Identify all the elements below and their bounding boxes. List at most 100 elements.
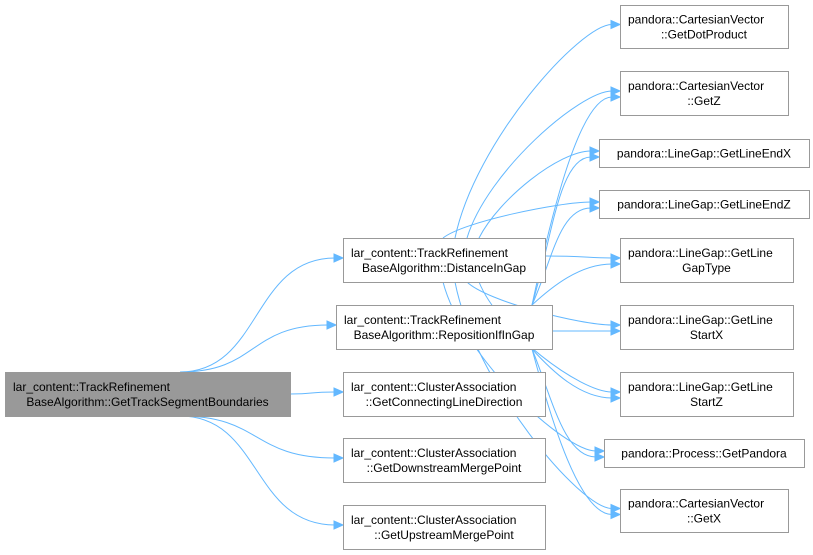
node-label-line: pandora::Process::GetPandora — [621, 447, 787, 461]
edge-root-to-downstream — [179, 415, 345, 463]
node-label-line: pandora::LineGap::GetLineEndZ — [617, 198, 790, 212]
node-getz[interactable]: pandora::CartesianVector::GetZ — [620, 71, 789, 116]
edge-line — [478, 281, 613, 393]
node-label-line: pandora::LineGap::GetLineEndX — [617, 147, 791, 161]
node-root[interactable]: lar_content::TrackRefinementBaseAlgorith… — [5, 372, 291, 417]
edge-line — [179, 415, 336, 526]
edge-reposition-to-startx — [552, 326, 622, 336]
node-label-line: pandora::CartesianVector — [628, 79, 764, 93]
node-label-line: ::GetDownstreamMergePoint — [367, 461, 522, 475]
node-box — [620, 238, 794, 283]
node-label-line: BaseAlgorithm::RepositionIfInGap — [354, 328, 535, 342]
node-box — [620, 71, 789, 116]
node-label-line: BaseAlgorithm::GetTrackSegmentBoundaries — [26, 395, 268, 409]
node-box — [343, 438, 546, 483]
node-box — [5, 372, 291, 417]
node-label-line: ::GetX — [687, 512, 721, 526]
edge-line — [478, 150, 592, 239]
node-label-line: lar_content::TrackRefinement — [13, 380, 171, 394]
edge-distance-to-endx — [478, 146, 601, 239]
edge-line — [442, 201, 592, 239]
node-box — [343, 505, 546, 550]
arrowhead-icon — [610, 387, 622, 397]
node-pandora[interactable]: pandora::Process::GetPandora — [604, 439, 805, 468]
arrowhead-icon — [589, 146, 601, 156]
node-label-line: GapType — [682, 261, 731, 275]
node-label-line: pandora::CartesianVector — [628, 497, 764, 511]
edge-root-to-distance — [179, 253, 345, 373]
edge-distance-to-dot — [454, 19, 622, 239]
node-layer: lar_content::TrackRefinementBaseAlgorith… — [5, 5, 810, 550]
edge-line — [179, 324, 329, 373]
node-connecting[interactable]: lar_content::ClusterAssociation::GetConn… — [343, 372, 546, 417]
arrowhead-icon — [333, 387, 345, 397]
node-box — [343, 372, 546, 417]
edge-root-to-connecting — [289, 387, 345, 397]
node-label-line: lar_content::TrackRefinement — [351, 246, 509, 260]
edge-line — [179, 257, 336, 373]
node-label-line: lar_content::ClusterAssociation — [351, 380, 516, 394]
node-endz[interactable]: pandora::LineGap::GetLineEndZ — [599, 190, 810, 219]
node-downstream[interactable]: lar_content::ClusterAssociation::GetDown… — [343, 438, 546, 483]
arrowhead-icon — [610, 509, 622, 520]
node-label-line: pandora::CartesianVector — [628, 13, 764, 27]
node-box — [620, 372, 794, 417]
node-label-line: ::GetDotProduct — [661, 28, 748, 42]
edge-line — [531, 348, 613, 399]
node-label-line: BaseAlgorithm::DistanceInGap — [362, 261, 526, 275]
node-label-line: StartZ — [690, 395, 723, 409]
edge-line — [531, 263, 613, 306]
edge-reposition-to-pandora — [531, 348, 606, 462]
arrowhead-icon — [326, 320, 338, 330]
edge-reposition-to-startz — [531, 348, 622, 403]
arrowhead-icon — [589, 203, 601, 213]
edge-line — [531, 348, 597, 458]
node-reposition[interactable]: lar_content::TrackRefinementBaseAlgorith… — [336, 305, 553, 350]
node-label-line: ::GetConnectingLineDirection — [366, 395, 523, 409]
arrowhead-icon — [610, 86, 622, 96]
node-label-line: pandora::LineGap::GetLine — [628, 246, 773, 260]
arrowhead-icon — [610, 320, 622, 330]
node-box — [620, 489, 789, 533]
node-box — [599, 139, 810, 168]
arrowhead-icon — [589, 197, 601, 207]
arrowhead-icon — [610, 259, 622, 269]
node-box — [336, 305, 553, 350]
node-label-line: lar_content::TrackRefinement — [344, 313, 502, 327]
node-dot[interactable]: pandora::CartesianVector::GetDotProduct — [620, 5, 789, 49]
edge-line — [289, 391, 336, 395]
arrowhead-icon — [589, 152, 601, 162]
edge-root-to-upstream — [179, 415, 345, 530]
edge-line — [531, 207, 592, 306]
edge-root-to-reposition — [179, 320, 338, 373]
node-box — [343, 238, 546, 283]
arrowhead-icon — [610, 503, 622, 514]
node-upstream[interactable]: lar_content::ClusterAssociation::GetUpst… — [343, 505, 546, 550]
node-endx[interactable]: pandora::LineGap::GetLineEndX — [599, 139, 810, 168]
arrowhead-icon — [610, 92, 622, 102]
node-box — [599, 190, 810, 219]
edge-reposition-to-gaptype — [531, 259, 622, 306]
edge-distance-to-startz — [478, 281, 622, 397]
edge-reposition-to-endz — [531, 203, 601, 306]
arrowhead-icon — [610, 253, 622, 263]
node-distance[interactable]: lar_content::TrackRefinementBaseAlgorith… — [343, 238, 546, 283]
node-label-line: pandora::LineGap::GetLine — [628, 380, 773, 394]
node-label-line: lar_content::ClusterAssociation — [351, 446, 516, 460]
node-box — [620, 305, 794, 350]
node-getx[interactable]: pandora::CartesianVector::GetX — [620, 489, 789, 533]
node-box — [620, 5, 789, 49]
arrowhead-icon — [333, 253, 345, 263]
edge-line — [179, 415, 336, 459]
arrowhead-icon — [333, 453, 345, 463]
arrowhead-icon — [594, 446, 606, 456]
node-box — [604, 439, 805, 468]
node-label-line: ::GetUpstreamMergePoint — [374, 528, 514, 542]
arrowhead-icon — [333, 520, 345, 530]
arrowhead-icon — [594, 452, 606, 462]
edge-distance-to-getz — [466, 86, 622, 239]
edge-line — [544, 255, 613, 259]
